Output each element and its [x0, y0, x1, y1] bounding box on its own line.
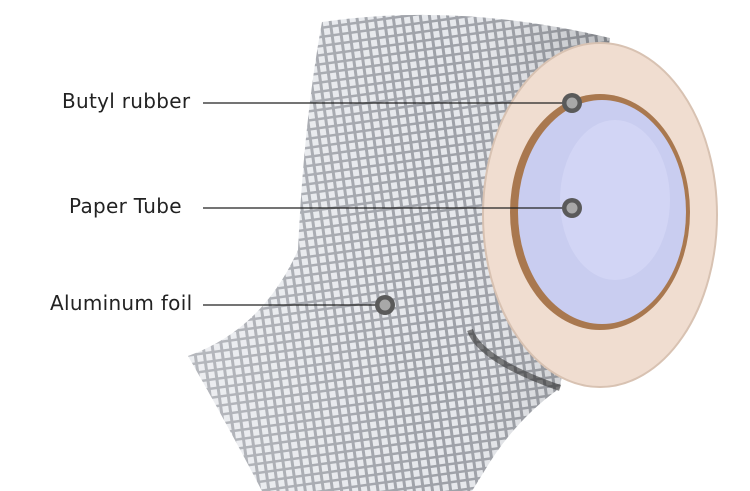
label-aluminum-foil: Aluminum foil — [50, 291, 193, 315]
marker-butyl-rubber — [562, 93, 582, 113]
marker-paper-tube — [562, 198, 582, 218]
label-paper-tube: Paper Tube — [69, 194, 182, 218]
roll-end-face — [482, 42, 718, 388]
marker-aluminum-foil — [375, 295, 395, 315]
leader-lines — [203, 102, 566, 306]
label-butyl-rubber: Butyl rubber — [62, 89, 191, 113]
